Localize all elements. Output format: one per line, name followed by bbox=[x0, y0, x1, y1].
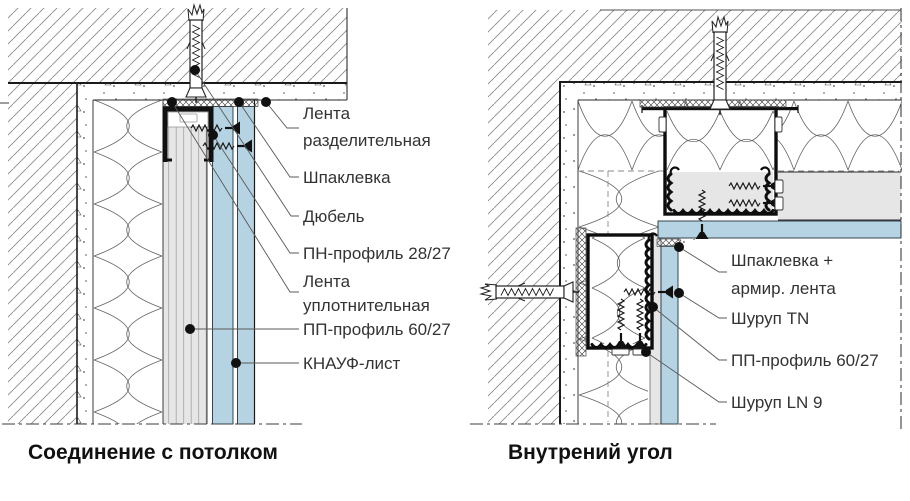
label-ln-screw: Шуруп LN 9 bbox=[731, 393, 823, 412]
corner-joint-putty bbox=[680, 239, 698, 246]
knauf-sheet-inner bbox=[212, 106, 234, 425]
label-putty-tape-2: армир. лента bbox=[731, 279, 836, 298]
label-separation-tape-1: Лента bbox=[303, 104, 351, 123]
label-dowel: Дюбель bbox=[303, 207, 365, 226]
ceiling-profile-zone-edges bbox=[778, 171, 901, 221]
right-panel-title: Внутрений угол bbox=[508, 441, 673, 464]
wall-insulation-upper bbox=[578, 171, 660, 235]
corner-edge bbox=[559, 81, 902, 424]
callout-dots-left bbox=[167, 65, 271, 368]
label-pp-profile: ПП-профиль 60/27 bbox=[303, 320, 451, 339]
labels-left: Лента разделительная Шпаклевка Дюбель ПН… bbox=[303, 104, 451, 373]
label-separation-tape-2: разделительная bbox=[303, 131, 431, 150]
ceiling-slab-hatch bbox=[8, 8, 347, 83]
leader-lines-right bbox=[645, 246, 727, 403]
ceiling-slab-hatch-right bbox=[488, 10, 902, 82]
label-tn-screw: Шуруп TN bbox=[731, 309, 809, 328]
section-cut-line bbox=[0, 102, 302, 425]
ceiling-knauf-sheet bbox=[657, 220, 902, 239]
label-putty: Шпаклевка bbox=[303, 168, 391, 187]
label-putty-tape-1: Шпаклевка + bbox=[731, 251, 833, 270]
hanger-tab bbox=[658, 116, 667, 133]
frame-insulation bbox=[667, 110, 774, 171]
hanger-tab bbox=[611, 348, 630, 356]
profile-flange-left bbox=[666, 172, 674, 212]
section-cut-lines-right bbox=[470, 8, 902, 432]
hanger-tab bbox=[774, 179, 784, 194]
hanger-tab bbox=[774, 116, 783, 133]
hanger-tab bbox=[774, 196, 784, 211]
label-knauf-sheet: КНАУФ-лист bbox=[303, 354, 401, 373]
pn-profile-insert bbox=[179, 113, 198, 123]
labels-right: Шпаклевка + армир. лента Шуруп TN ПП-про… bbox=[731, 251, 879, 412]
wall-profile-lip bbox=[647, 232, 658, 242]
label-sealing-tape-2: уплотнительная bbox=[303, 296, 430, 315]
panel-inner-corner: Шпаклевка + армир. лента Шуруп TN ПП-про… bbox=[470, 8, 902, 464]
leader-lines-left bbox=[171, 69, 299, 364]
profile-lips bbox=[669, 166, 771, 176]
pp-profile-section-ceiling bbox=[668, 172, 773, 212]
pp-profile-face-lines bbox=[163, 106, 207, 424]
label-pn-profile: ПН-профиль 28/27 bbox=[303, 244, 451, 263]
panel-ceiling-connection: Лента разделительная Шпаклевка Дюбель ПН… bbox=[0, 4, 451, 464]
ceiling-profile-zone bbox=[778, 172, 901, 220]
masonry-wall-hatch-right bbox=[488, 82, 560, 424]
left-panel-title: Соединение с потолком bbox=[28, 441, 278, 464]
callout-dots-right bbox=[641, 242, 684, 357]
knauf-sheet-outer bbox=[237, 106, 255, 425]
insulation-layer bbox=[93, 100, 163, 424]
profile-web-bottom bbox=[672, 208, 775, 215]
label-sealing-tape-1: Лента bbox=[303, 272, 351, 291]
wall-knauf-sheet bbox=[660, 245, 679, 425]
masonry-wall-hatch bbox=[8, 83, 77, 424]
wall-profile-flange bbox=[644, 238, 652, 341]
label-pp-profile-right: ПП-профиль 60/27 bbox=[731, 351, 879, 370]
